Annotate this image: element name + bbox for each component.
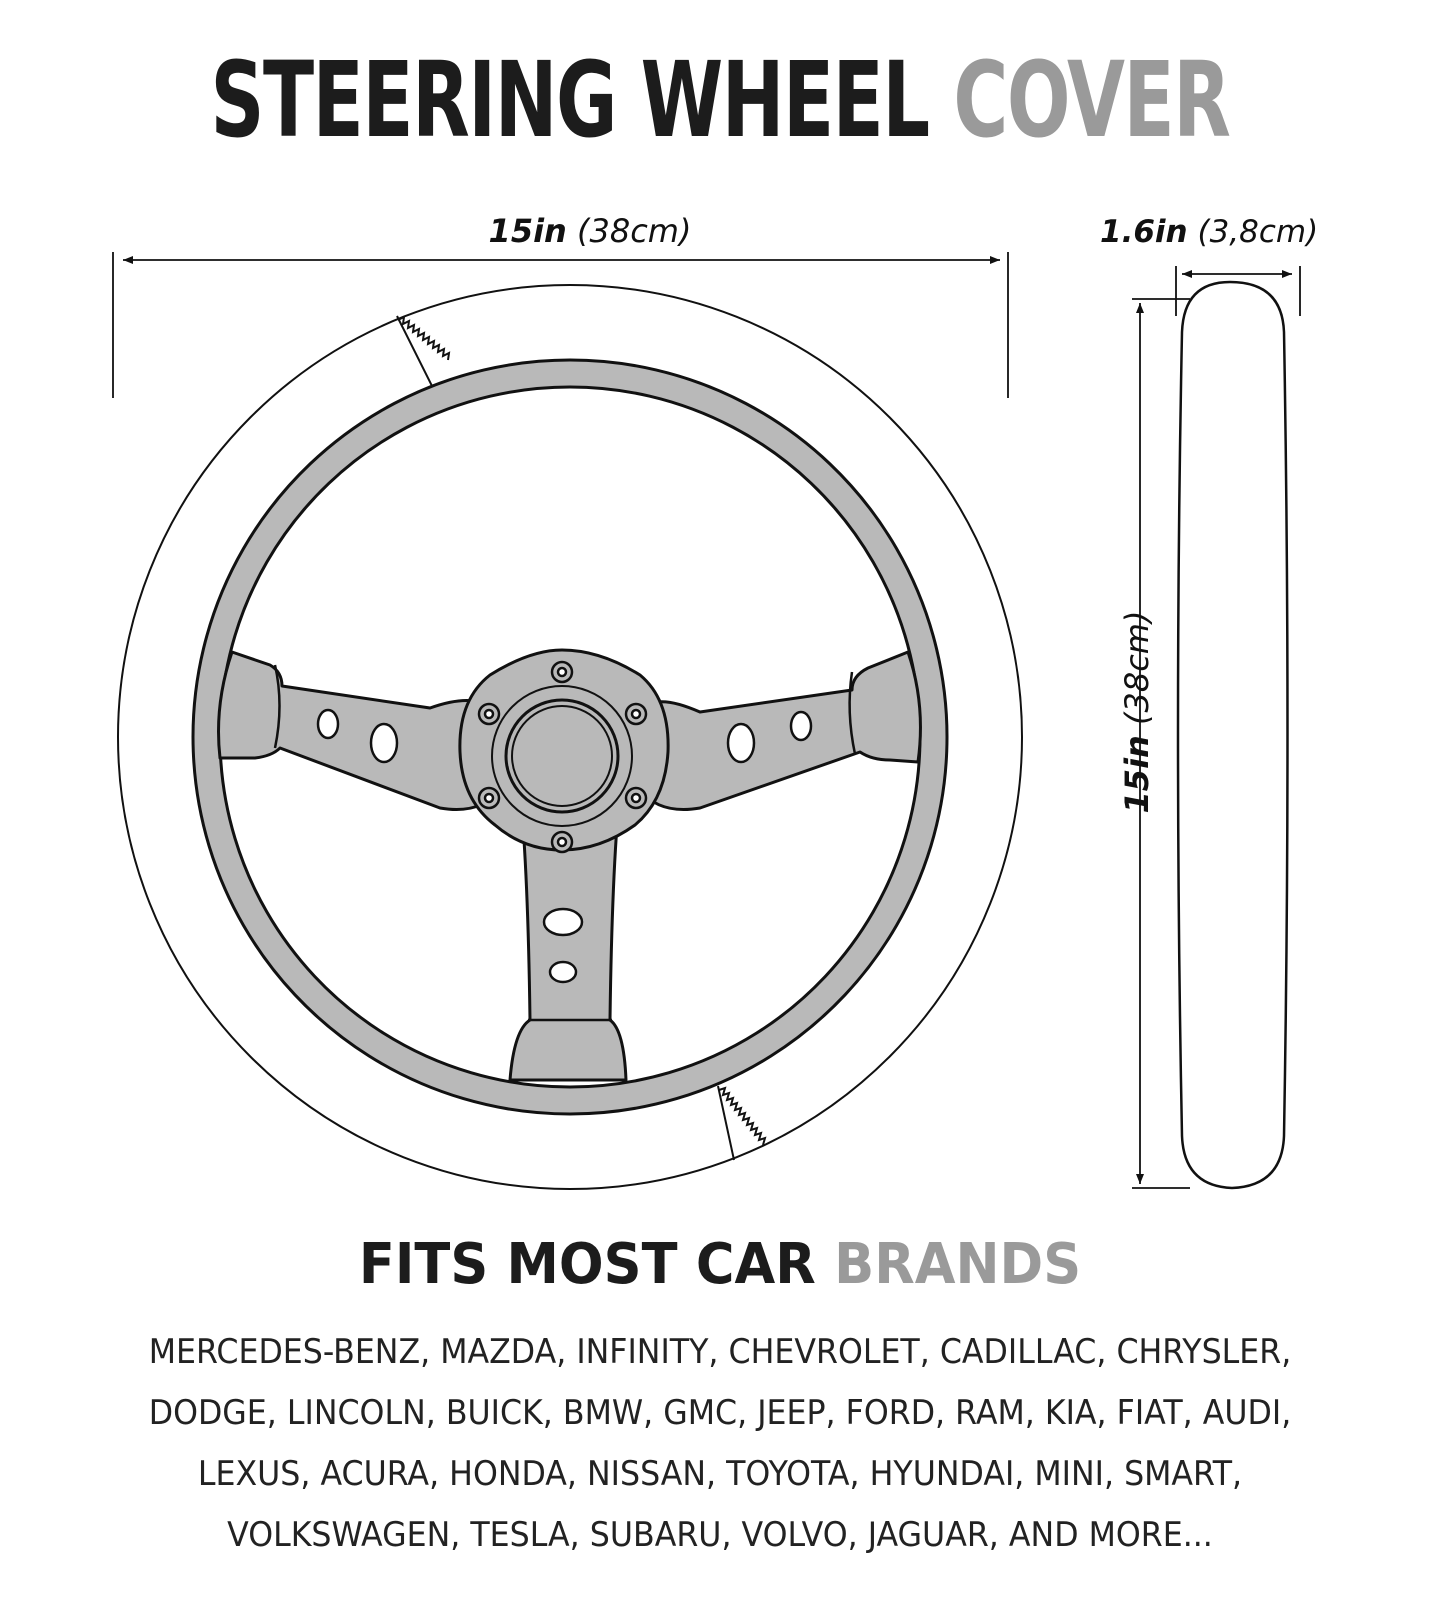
width-metric: (38cm) — [577, 212, 692, 250]
brand-line-2: DODGE, LINCOLN, BUICK, BMW, GMC, JEEP, F… — [148, 1393, 1292, 1433]
width-value: 15in — [488, 212, 567, 250]
seam-top — [396, 315, 451, 387]
brand-list: MERCEDES-BENZ, MAZDA, INFINITY, CHEVROLE… — [88, 1322, 1353, 1566]
height-metric: (38cm) — [1118, 610, 1156, 725]
title-part-1: STEERING WHEEL — [210, 39, 931, 161]
wheel-rim — [191, 358, 949, 1116]
hub-bolts — [477, 660, 648, 854]
fits-part-2: BRANDS — [834, 1232, 1082, 1297]
horn-button — [491, 685, 633, 827]
spoke-details — [273, 664, 857, 1022]
cover-side-profile — [1176, 280, 1289, 1190]
thickness-value: 1.6in — [1100, 214, 1188, 250]
fits-heading: FITS MOST CAR BRANDS — [43, 1230, 1397, 1300]
page-title: STEERING WHEEL COVER — [202, 40, 1239, 160]
title-part-2: COVER — [953, 39, 1231, 161]
seam-bottom — [717, 1085, 767, 1161]
thickness-label: 1.6in (3,8cm) — [1100, 214, 1318, 250]
height-dimension — [1132, 298, 1190, 1189]
width-label: 15in (38cm) — [0, 212, 1180, 250]
fits-part-1: FITS MOST CAR — [358, 1232, 816, 1297]
brand-line-3: LEXUS, ACURA, HONDA, NISSAN, TOYOTA, HYU… — [197, 1454, 1243, 1494]
height-label: 15in (38cm) — [1118, 611, 1156, 814]
thickness-metric: (3,8cm) — [1197, 214, 1319, 250]
brand-line-4: VOLKSWAGEN, TESLA, SUBARU, VOLVO, JAGUAR… — [227, 1515, 1213, 1555]
thickness-dimension — [1175, 266, 1301, 316]
brand-line-1: MERCEDES-BENZ, MAZDA, INFINITY, CHEVROLE… — [148, 1332, 1292, 1372]
height-value: 15in — [1118, 735, 1156, 814]
width-dimension — [112, 252, 1009, 398]
